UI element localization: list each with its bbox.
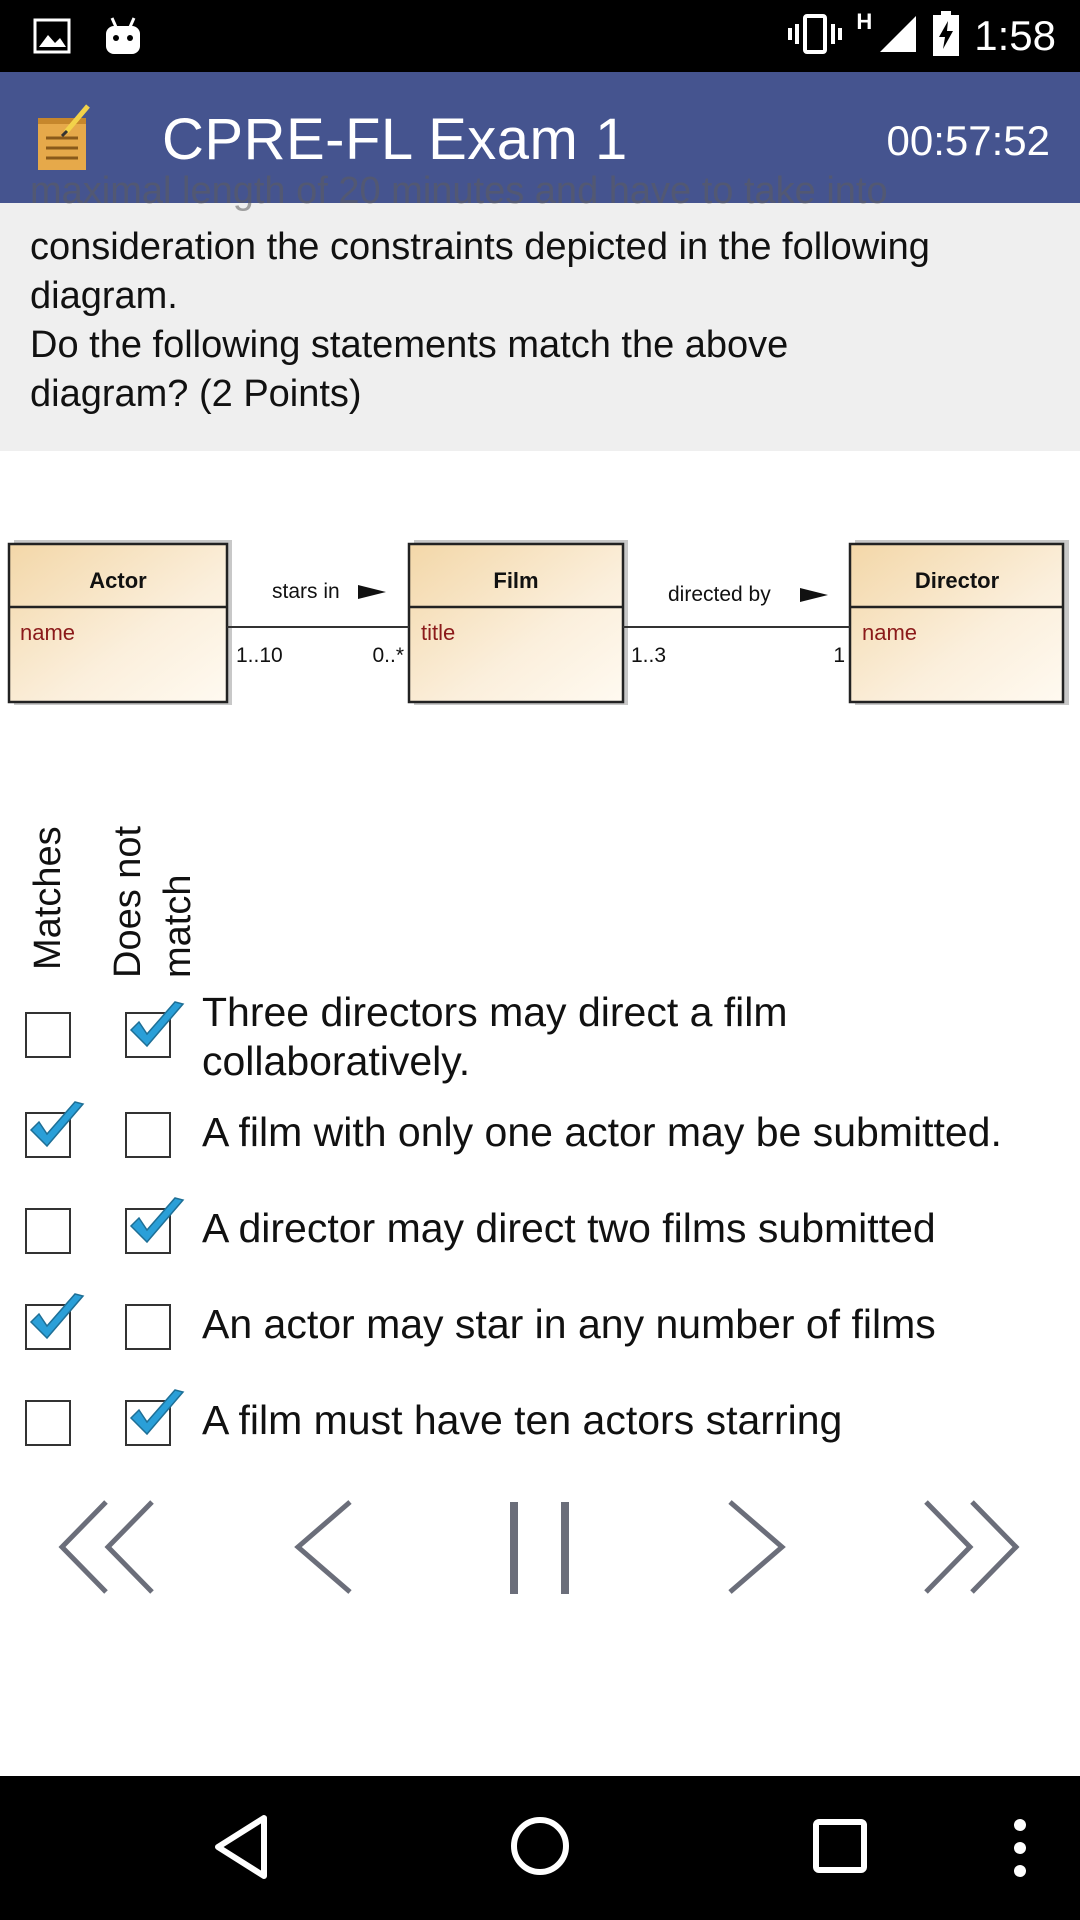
column-label: Does not: [107, 825, 149, 978]
recents-icon[interactable]: [812, 1818, 868, 1879]
statement-line: Three directors may direct a film: [202, 989, 788, 1035]
question-text: consideration the constraints depicted i…: [30, 223, 1060, 419]
system-navigation-bar: [0, 1776, 1080, 1920]
question-line: consideration the constraints depicted i…: [30, 226, 930, 268]
signal-icon: [878, 14, 918, 59]
exam-timer: 00:57:52: [886, 117, 1051, 164]
does-not-match-checkbox[interactable]: [125, 1001, 185, 1058]
question-line: diagram? (2 Points): [30, 373, 362, 415]
class-attribute: name: [862, 620, 917, 645]
statement-line: collaboratively.: [202, 1038, 471, 1084]
matches-checkbox[interactable]: [25, 1012, 71, 1058]
association-label: directed by: [668, 583, 771, 606]
network-type: H: [856, 9, 873, 34]
checkmark-icon: [129, 1001, 185, 1048]
class-attribute: title: [421, 620, 455, 645]
direction-arrow-icon: [358, 585, 386, 599]
first-question-icon[interactable]: [48, 1490, 168, 1610]
statement-text: A film with only one actor may be submit…: [202, 1108, 1002, 1157]
class-attribute: name: [20, 620, 75, 645]
page-title: CPRE-FL Exam 1: [162, 107, 628, 172]
does-not-match-checkbox[interactable]: [125, 1389, 185, 1446]
does-not-match-checkbox[interactable]: [125, 1197, 185, 1254]
last-question-icon[interactable]: [912, 1490, 1032, 1610]
checkmark-icon: [129, 1197, 185, 1244]
statement-line: An actor may star in any number of films: [202, 1301, 936, 1347]
clock: 1:58: [974, 12, 1056, 59]
back-icon[interactable]: [212, 1814, 272, 1885]
matches-checkbox[interactable]: [25, 1400, 71, 1446]
class-film: Film title: [407, 542, 625, 704]
class-director: Director name: [848, 542, 1065, 704]
class-name: Director: [915, 568, 1000, 593]
exam-notepad-icon[interactable]: [36, 102, 96, 172]
multiplicity: 1..3: [631, 644, 666, 667]
statement-line: A director may direct two films submitte…: [202, 1205, 936, 1251]
app-bar: CPRE-FL Exam 1 00:57:52: [0, 72, 1080, 203]
association-stars-in: stars in 1..10 0..*: [227, 580, 409, 667]
statement-text: An actor may star in any number of films: [202, 1300, 936, 1349]
multiplicity: 1..10: [236, 644, 283, 667]
column-label: Matches: [27, 826, 69, 970]
uml-class-diagram: Actor name Film title Director name star…: [7, 540, 1069, 705]
checkmark-icon: [129, 1389, 185, 1436]
question-navigation: [0, 1490, 1080, 1610]
question-line: diagram.: [30, 275, 178, 317]
image-icon: [33, 18, 71, 58]
vibrate-icon: [788, 13, 843, 59]
multiplicity: 0..*: [372, 644, 404, 667]
checkmark-icon: [29, 1293, 85, 1340]
status-bar: H 1:58: [0, 0, 1080, 72]
class-name: Actor: [89, 568, 147, 593]
more-options-icon[interactable]: [1008, 1818, 1032, 1883]
multiplicity: 1: [833, 644, 845, 667]
checkmark-icon: [29, 1101, 85, 1148]
class-name: Film: [493, 568, 538, 593]
question-panel: maximal length of 20 minutes and have to…: [0, 170, 1080, 451]
android-icon: [104, 16, 142, 61]
matches-checkbox[interactable]: [25, 1208, 71, 1254]
battery-charging-icon: [932, 10, 960, 62]
matches-checkbox[interactable]: [25, 1101, 85, 1158]
class-actor: Actor name: [7, 542, 229, 704]
matches-checkbox[interactable]: [25, 1293, 85, 1350]
question-line: Do the following statements match the ab…: [30, 324, 789, 366]
statement-line: A film must have ten actors starring: [202, 1397, 843, 1443]
column-label: match: [157, 874, 199, 978]
question-partial-line: maximal length of 20 minutes and have to…: [30, 170, 888, 212]
statement-line: A film with only one actor may be submit…: [202, 1109, 1002, 1155]
previous-question-icon[interactable]: [266, 1490, 386, 1610]
does-not-match-checkbox[interactable]: [125, 1304, 171, 1350]
statement-text: A director may direct two films submitte…: [202, 1204, 936, 1253]
does-not-match-checkbox[interactable]: [125, 1112, 171, 1158]
direction-arrow-icon: [800, 588, 828, 602]
association-directed-by: directed by 1..3 1: [623, 583, 850, 667]
association-label: stars in: [272, 580, 340, 603]
next-question-icon[interactable]: [696, 1490, 816, 1610]
statement-text: A film must have ten actors starring: [202, 1396, 842, 1445]
pause-icon[interactable]: [480, 1490, 600, 1610]
home-icon[interactable]: [510, 1816, 570, 1881]
